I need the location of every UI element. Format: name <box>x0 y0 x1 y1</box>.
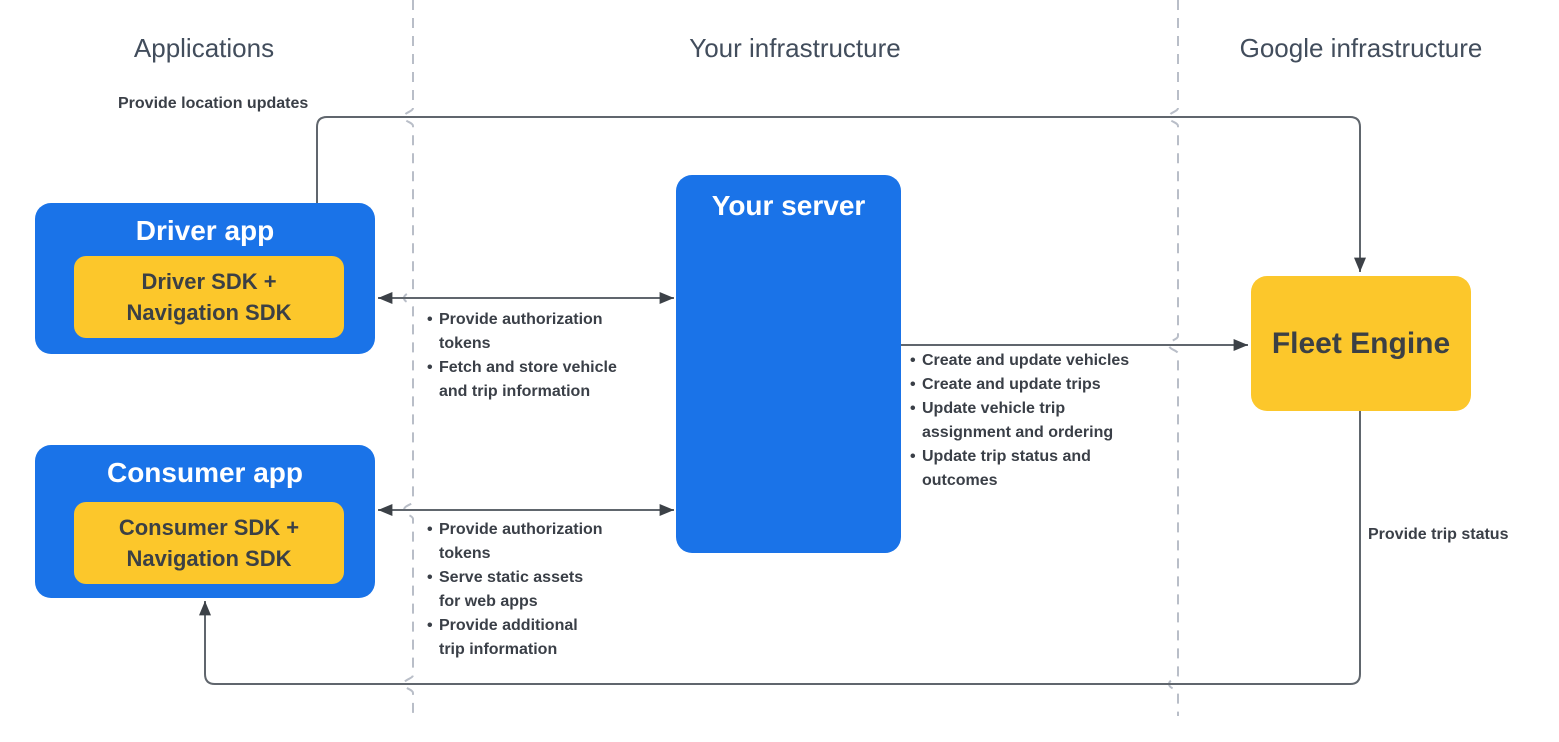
list-item: Serve static assets for web apps <box>427 566 659 614</box>
server-fleet-bullet-list: Create and update vehicles Create and up… <box>910 349 1190 493</box>
column-header-google-infrastructure: Google infrastructure <box>1239 33 1483 63</box>
your-server-box: Your server <box>676 175 901 553</box>
consumer-sdk-box: Consumer SDK + Navigation SDK <box>74 502 344 584</box>
list-item: Update trip status and outcomes <box>910 445 1190 493</box>
driver-app-title: Driver app <box>135 215 275 246</box>
column-header-applications: Applications <box>133 33 275 63</box>
driver-server-bullet-list: Provide authorization tokens Fetch and s… <box>427 308 659 404</box>
list-item: Fetch and store vehicle and trip informa… <box>427 356 659 404</box>
label-provide-location-updates: Provide location updates <box>118 95 309 112</box>
label-provide-trip-status: Provide trip status <box>1368 526 1509 543</box>
list-item: Provide authorization tokens <box>427 308 659 356</box>
column-header-your-infrastructure: Your infrastructure <box>689 33 901 63</box>
arrow-trip-status <box>199 411 1361 685</box>
driver-sdk-box: Driver SDK + Navigation SDK <box>74 256 344 338</box>
consumer-app-box: Consumer app Consumer SDK + Navigation S… <box>35 445 375 598</box>
fleet-engine-title: Fleet Engine <box>1271 326 1451 360</box>
consumer-app-title: Consumer app <box>106 457 304 488</box>
consumer-server-bullet-list: Provide authorization tokens Serve stati… <box>427 518 659 662</box>
divider-applications-infrastructure <box>402 0 414 716</box>
list-item: Create and update trips <box>910 373 1190 397</box>
arrow-location-updates <box>316 116 1366 272</box>
list-item: Update vehicle trip assignment and order… <box>910 397 1190 445</box>
your-server-title: Your server <box>711 190 866 221</box>
fleet-engine-box: Fleet Engine <box>1251 276 1471 411</box>
driver-app-box: Driver app Driver SDK + Navigation SDK <box>35 203 375 354</box>
list-item: Provide additional trip information <box>427 614 659 662</box>
list-item: Create and update vehicles <box>910 349 1190 373</box>
list-item: Provide authorization tokens <box>427 518 659 566</box>
